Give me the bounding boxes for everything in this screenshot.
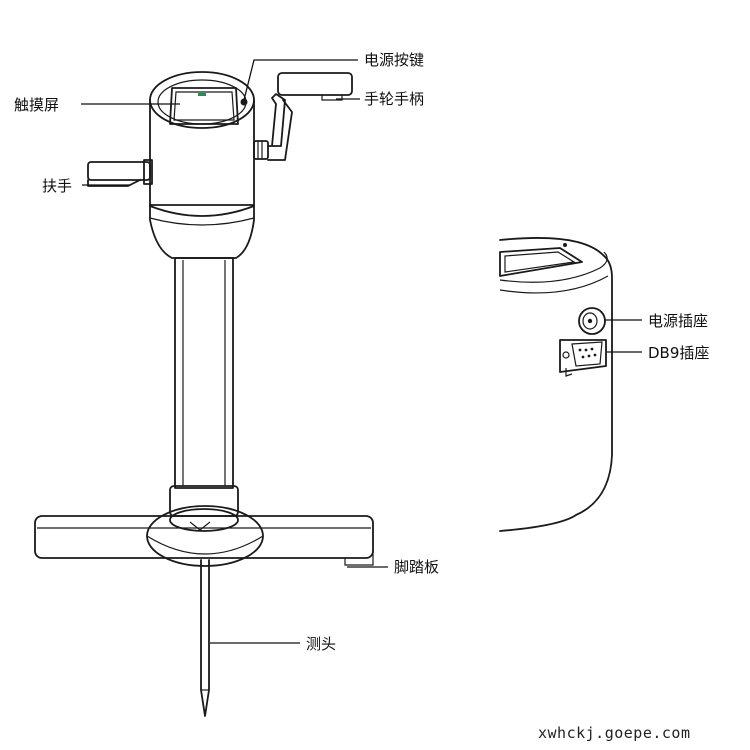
leader-lines <box>81 59 388 644</box>
label-db9-socket: DB9插座 <box>648 344 709 362</box>
label-power-button: 电源按键 <box>364 51 424 69</box>
label-probe: 测头 <box>306 635 336 653</box>
label-touch-screen: 触摸屏 <box>14 96 59 114</box>
watermark-text: xwhckj.goepe.com <box>538 724 691 742</box>
touch-screen <box>169 87 239 125</box>
label-foot-pedal: 脚踏板 <box>394 558 439 576</box>
power-socket <box>578 307 606 335</box>
housing-lower <box>149 204 255 259</box>
detail-side-view: 电源插座 DB9插座 <box>499 237 709 532</box>
foot-pedal-bar <box>34 515 374 566</box>
db9-socket <box>559 339 607 377</box>
hand-wheel-crank <box>253 72 353 161</box>
main-tube <box>174 257 234 489</box>
probe-rod <box>200 559 210 717</box>
power-button-dot <box>240 98 248 106</box>
penetrometer-main-view: 电源按键 触摸屏 手轮手柄 扶手 脚踏板 测头 <box>14 51 439 717</box>
label-hand-wheel-handle: 手轮手柄 <box>364 90 424 108</box>
label-grip-handle: 扶手 <box>42 177 72 195</box>
label-power-socket: 电源插座 <box>648 312 708 330</box>
grip-handle <box>87 159 153 187</box>
screen-indicator <box>198 93 206 96</box>
pedal-collar <box>146 485 264 567</box>
leader-power-button <box>243 59 358 101</box>
